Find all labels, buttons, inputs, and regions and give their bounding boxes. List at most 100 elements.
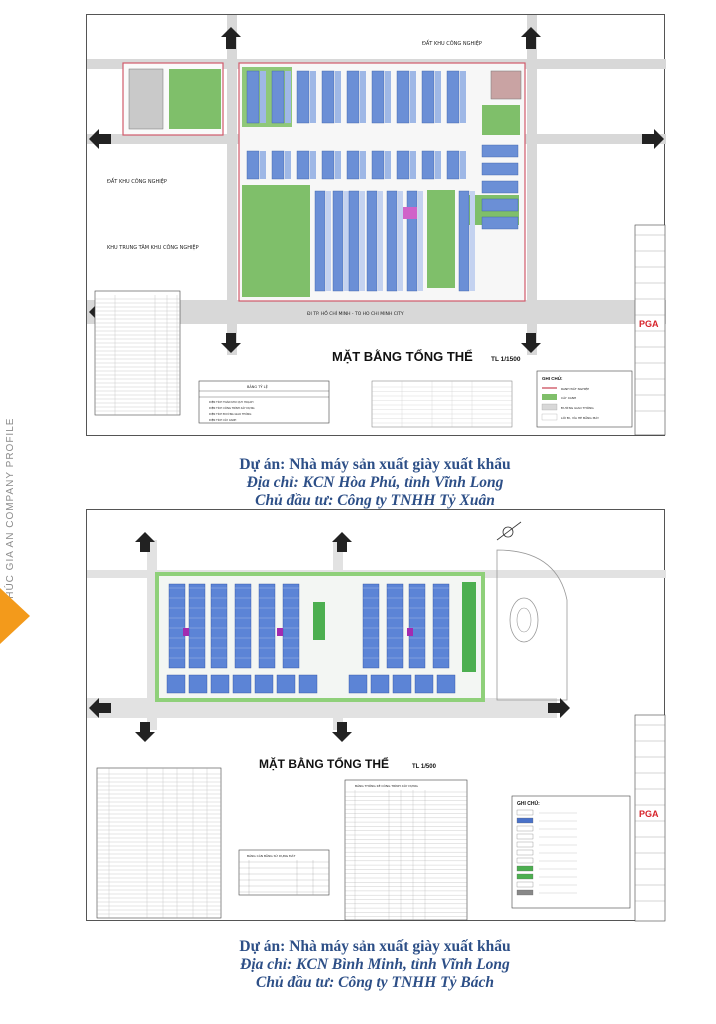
project-name-2: Dự án: Nhà máy sản xuất giày xuất khẩu	[239, 938, 511, 955]
factory-block	[481, 162, 519, 176]
road-bottom	[87, 300, 666, 324]
building-stats-table-2	[344, 779, 468, 921]
factory-block	[246, 150, 260, 180]
road-left	[227, 15, 237, 355]
factory-block	[234, 583, 252, 669]
roundabout	[509, 597, 539, 643]
factory-block	[414, 674, 434, 694]
site-plan-1-svg: ĐẤT KHU CÔNG NGHIỆP ĐẤT KHU CÔNG NGHIỆP …	[87, 15, 666, 436]
site-plan-drawing-1: ĐẤT KHU CÔNG NGHIỆP ĐẤT KHU CÔNG NGHIỆP …	[86, 14, 666, 436]
green-strip	[462, 582, 476, 672]
arrow-south-2-icon	[332, 722, 352, 742]
factory-block	[481, 144, 519, 158]
factory-block	[210, 583, 228, 669]
label-top-zone: ĐẤT KHU CÔNG NGHIỆP	[422, 39, 482, 47]
building-annex	[128, 68, 164, 130]
factory-block	[210, 674, 230, 694]
factory-block	[348, 190, 360, 292]
factory-blocks-2	[166, 583, 456, 694]
site-plan-2-svg: MẶT BẰNG TỔNG THỂ TL 1/500 BẢNG CÂN BẰNG…	[87, 521, 666, 922]
green-area-1	[169, 69, 221, 129]
stats-row-1: DIỆN TÍCH TOÀN KHU QUY HOẠCH	[209, 399, 254, 404]
label-road: ĐI TP. HỒ CHÍ MINH - TO HO CHI MINH CITY	[307, 308, 404, 317]
green-area-2	[242, 185, 310, 297]
factory-block	[168, 583, 186, 669]
road-right	[527, 15, 537, 355]
factory-block	[481, 180, 519, 194]
factory-block	[446, 150, 460, 180]
factory-block	[421, 70, 435, 124]
title-block-2	[634, 714, 666, 922]
factory-blocks-upper	[246, 70, 466, 180]
north-arrow-icon	[502, 526, 514, 538]
legend-title-2: GHI CHÚ:	[517, 800, 540, 807]
arrow-north-1-icon	[135, 532, 155, 552]
site-plan-drawing-2: MẶT BẰNG TỔNG THỂ TL 1/500 BẢNG CÂN BẰNG…	[86, 509, 666, 922]
green-area-5	[482, 105, 520, 135]
arrow-north-2-icon	[332, 532, 352, 552]
factory-block	[188, 674, 208, 694]
label-left-zone-1: ĐẤT KHU CÔNG NGHIỆP	[107, 177, 167, 185]
factory-block	[396, 150, 410, 180]
arrow-west-3-icon	[89, 698, 111, 718]
arrow-south-right-icon	[521, 333, 541, 353]
legend-item-3: ĐƯỜNG GIAO THÔNG	[561, 405, 594, 410]
legend-item-1: RANH ĐẤT NGHIỆP	[561, 386, 589, 391]
project-investor-1: Chủ đầu tư: Công ty TNHH Tỷ Xuân	[255, 492, 495, 509]
factory-block	[296, 150, 310, 180]
building-office	[490, 70, 522, 100]
factory-block	[166, 674, 186, 694]
arrow-south-1-icon	[135, 722, 155, 742]
drawing-scale-1: TL 1/1500	[491, 356, 521, 363]
factory-block	[314, 190, 326, 292]
factory-block	[271, 70, 285, 124]
factory-block	[386, 583, 404, 669]
factory-block	[446, 70, 460, 124]
pga-logo-2: PGA	[639, 809, 659, 819]
arrow-north-right-icon	[521, 27, 541, 49]
factory-block	[348, 674, 368, 694]
factory-block	[458, 190, 470, 292]
factory-block	[282, 583, 300, 669]
arrow-east-icon	[642, 129, 664, 149]
project-address-1: Địa chỉ: KCN Hòa Phú, tỉnh Vĩnh Long	[246, 474, 504, 491]
stats-row-4: DIỆN TÍCH CÂY XANH	[209, 417, 236, 422]
factory-block	[232, 674, 252, 694]
factory-block	[366, 190, 378, 292]
road-bottom-2	[87, 698, 557, 718]
arrow-east-3-icon	[548, 698, 570, 718]
green-area-3	[427, 190, 455, 288]
factory-block	[298, 674, 318, 694]
title-block	[634, 224, 666, 436]
factory-block	[254, 674, 274, 694]
pink-block	[403, 207, 417, 219]
legend-item-2: CÂY XANH	[561, 395, 576, 400]
factory-block	[371, 70, 385, 124]
factory-block	[346, 150, 360, 180]
building-table-2	[96, 767, 222, 919]
project-investor-2: Chủ đầu tư: Công ty TNHH Tỷ Bách	[256, 974, 494, 991]
drawing-title-2: MẶT BẰNG TỔNG THỂ	[259, 756, 389, 771]
factory-block	[362, 583, 380, 669]
drawing-scale-2: TL 1/500	[412, 764, 437, 770]
building-table	[94, 290, 181, 416]
arrow-south-left-icon	[221, 333, 241, 353]
legend-item-4: LỐI ĐI, VỈA HÈ BẰNG MÁY	[561, 415, 599, 420]
factory-block	[370, 674, 390, 694]
factory-block	[386, 190, 398, 292]
factory-block	[408, 583, 426, 669]
building-table-rows	[95, 295, 180, 416]
land-use-table	[238, 849, 330, 896]
drawing-title-1: MẶT BẰNG TỔNG THỂ	[332, 349, 473, 364]
stats-row-2: DIỆN TÍCH CÔNG TRÌNH XÂY DỰNG	[209, 405, 255, 410]
factory-blocks-lower	[314, 144, 519, 292]
factory-block	[246, 70, 260, 124]
factory-block	[432, 583, 450, 669]
buildings-summary-table	[371, 380, 513, 428]
factory-block	[276, 674, 296, 694]
factory-block	[271, 150, 285, 180]
factory-block	[258, 583, 276, 669]
factory-block	[481, 216, 519, 230]
factory-block	[481, 198, 519, 212]
label-left-zone-2: KHU TRUNG TÂM KHU CÔNG NGHIỆP	[107, 243, 199, 251]
